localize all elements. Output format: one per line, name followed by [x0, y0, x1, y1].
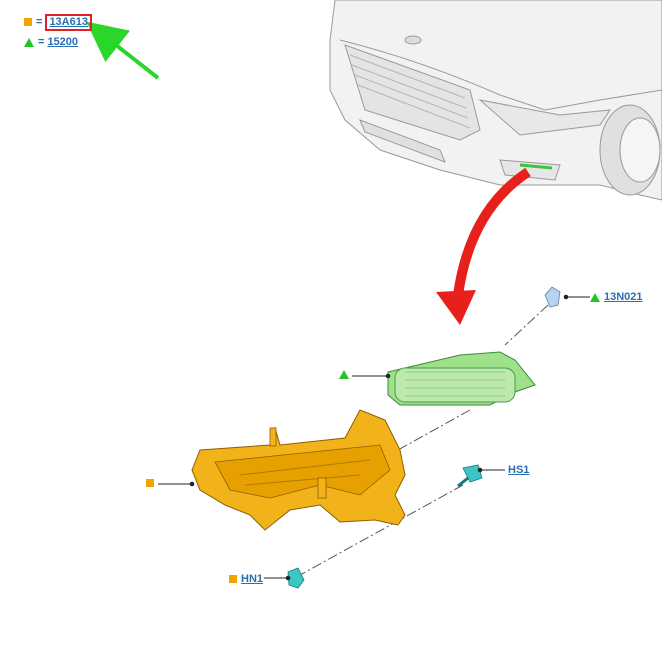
legend-equals: = — [38, 36, 45, 48]
red-pointer-arrow — [436, 167, 531, 325]
legend-row-bracket: = 13A613 — [24, 12, 92, 32]
parts-legend: = 13A613 = 15200 — [24, 12, 92, 52]
nut-part — [287, 567, 305, 589]
callout-bulb: 13N021 — [590, 291, 643, 303]
callout-bracket — [146, 479, 154, 487]
square-marker-icon — [229, 575, 237, 583]
callout-nut: HN1 — [229, 573, 263, 585]
green-pointer-arrow — [86, 21, 160, 80]
callout-fog-lamp — [339, 370, 349, 379]
callout-code-HS1[interactable]: HS1 — [508, 464, 530, 476]
callout-screw: HS1 — [505, 464, 529, 476]
bulb-part — [544, 286, 561, 308]
callout-code-HN1[interactable]: HN1 — [241, 573, 264, 585]
triangle-marker-icon — [339, 370, 349, 379]
legend-code-15200[interactable]: 15200 — [47, 36, 79, 48]
legend-code-13A613[interactable]: 13A613 — [45, 13, 92, 31]
vehicle-front-view — [329, 0, 662, 201]
fog-lamp-assembly — [387, 351, 536, 406]
leader-lines — [158, 294, 590, 581]
square-marker-icon — [146, 479, 154, 487]
triangle-marker-icon — [590, 292, 600, 302]
legend-row-fog-lamp: = 15200 — [24, 32, 92, 52]
legend-equals: = — [36, 16, 43, 28]
triangle-marker-icon — [24, 37, 34, 47]
square-marker-icon — [24, 18, 32, 26]
screw-part — [457, 464, 483, 488]
callout-code-13N021[interactable]: 13N021 — [604, 291, 643, 303]
fog-lamp-bracket — [191, 409, 406, 531]
